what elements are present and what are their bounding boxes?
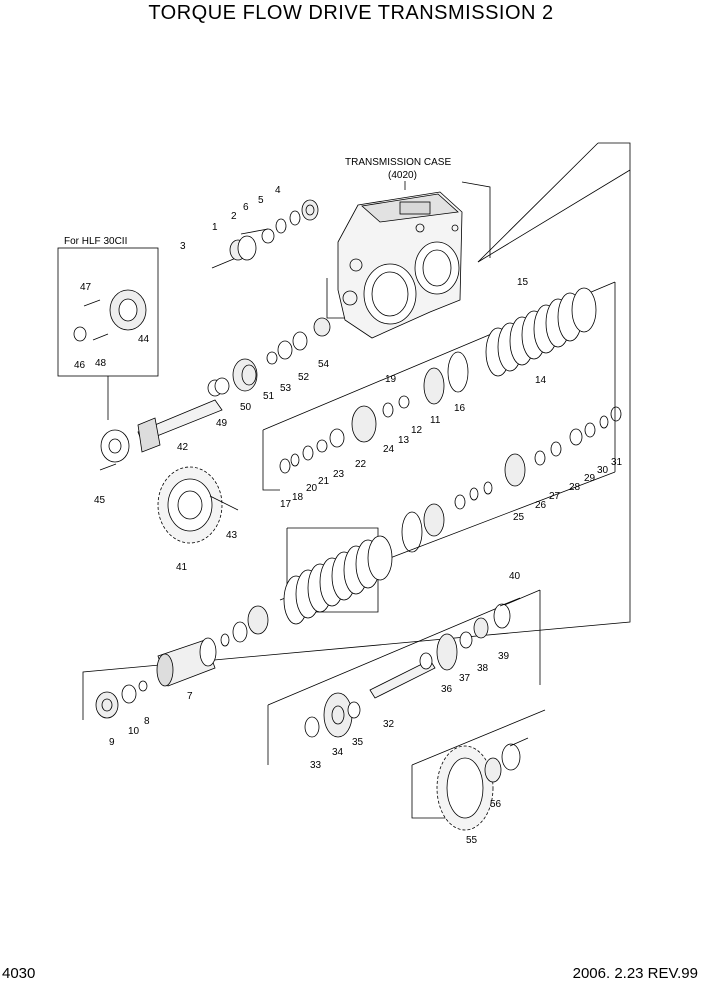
part-label: 45 [94, 495, 106, 506]
part-label: 46 [74, 360, 86, 371]
part-label: 55 [466, 835, 478, 846]
page-title: TORQUE FLOW DRIVE TRANSMISSION 2 [148, 2, 554, 24]
top-parts [211, 199, 319, 269]
part-label: 19 [385, 374, 397, 385]
drum-assembly [95, 637, 217, 719]
part-label: 35 [352, 737, 364, 748]
clutch-pack-lower [220, 527, 393, 647]
lower-band [267, 589, 541, 765]
revision-stamp: 2006. 2.23 REV.99 [572, 965, 698, 982]
part-label: 39 [498, 651, 510, 662]
part-label: 48 [95, 358, 107, 369]
part-label: 47 [80, 282, 92, 293]
part-label: 23 [333, 469, 345, 480]
part-label: 12 [411, 425, 423, 436]
part-label: 16 [454, 403, 466, 414]
part-label: 34 [332, 747, 344, 758]
part-label: 38 [477, 663, 489, 674]
part-label: 54 [318, 359, 330, 370]
part-label: 9 [109, 737, 115, 748]
part-label: 56 [490, 799, 502, 810]
part-label: 25 [513, 512, 525, 523]
part-label: 18 [292, 492, 304, 503]
case-ref: (4020) [388, 170, 417, 181]
part-label: 3 [180, 241, 186, 252]
part-label: 28 [569, 482, 581, 493]
part-label: 37 [459, 673, 471, 684]
part-label: 15 [517, 277, 529, 288]
shaft-assembly [99, 317, 331, 471]
part-label: 40 [509, 571, 521, 582]
part-label: 6 [243, 202, 249, 213]
part-label: 51 [263, 391, 275, 402]
part-label: 4 [275, 185, 281, 196]
part-label: 41 [176, 562, 188, 573]
part-label: 22 [355, 459, 367, 470]
part-label: 7 [187, 691, 193, 702]
part-label: 27 [549, 491, 561, 502]
page-number: 4030 [2, 965, 36, 982]
part-label: 44 [138, 334, 150, 345]
part-label: 36 [441, 684, 453, 695]
part-label: 2 [231, 211, 237, 222]
part-label: 5 [258, 195, 264, 206]
part-label: 52 [298, 372, 310, 383]
part-label: 53 [280, 383, 292, 394]
part-label: 13 [398, 435, 410, 446]
part-label: 31 [611, 457, 623, 468]
case-label: TRANSMISSION CASE [345, 157, 451, 168]
part-label: 32 [383, 719, 395, 730]
part-label: 8 [144, 716, 150, 727]
part-label: 24 [383, 444, 395, 455]
option-box: For HLF 30CII [57, 236, 159, 420]
clutch-pack-upper [279, 287, 597, 474]
part-label: 49 [216, 418, 228, 429]
part-label: 29 [584, 473, 596, 484]
part-label: 17 [280, 499, 292, 510]
part-label: 14 [535, 375, 547, 386]
part-label: 42 [177, 442, 189, 453]
part-label: 10 [128, 726, 140, 737]
transmission-case: TRANSMISSION CASE (4020) [326, 157, 491, 339]
boundary-lines [82, 142, 631, 720]
part-label: 11 [430, 415, 441, 426]
option-label: For HLF 30CII [64, 236, 127, 247]
right-shaft-row [401, 406, 622, 553]
part-label: 20 [306, 483, 318, 494]
gear-55 [411, 709, 546, 831]
part-label: 30 [597, 465, 609, 476]
bevel-gear [157, 466, 239, 544]
part-label: 43 [226, 530, 238, 541]
part-label: 21 [318, 476, 330, 487]
part-label: 50 [240, 402, 252, 413]
part-label: 33 [310, 760, 322, 771]
part-label: 1 [212, 222, 218, 233]
part-number-labels: 1 2 3 4 5 6 15 47 44 46 48 14 19 16 11 1… [74, 185, 623, 846]
part-label: 26 [535, 500, 547, 511]
